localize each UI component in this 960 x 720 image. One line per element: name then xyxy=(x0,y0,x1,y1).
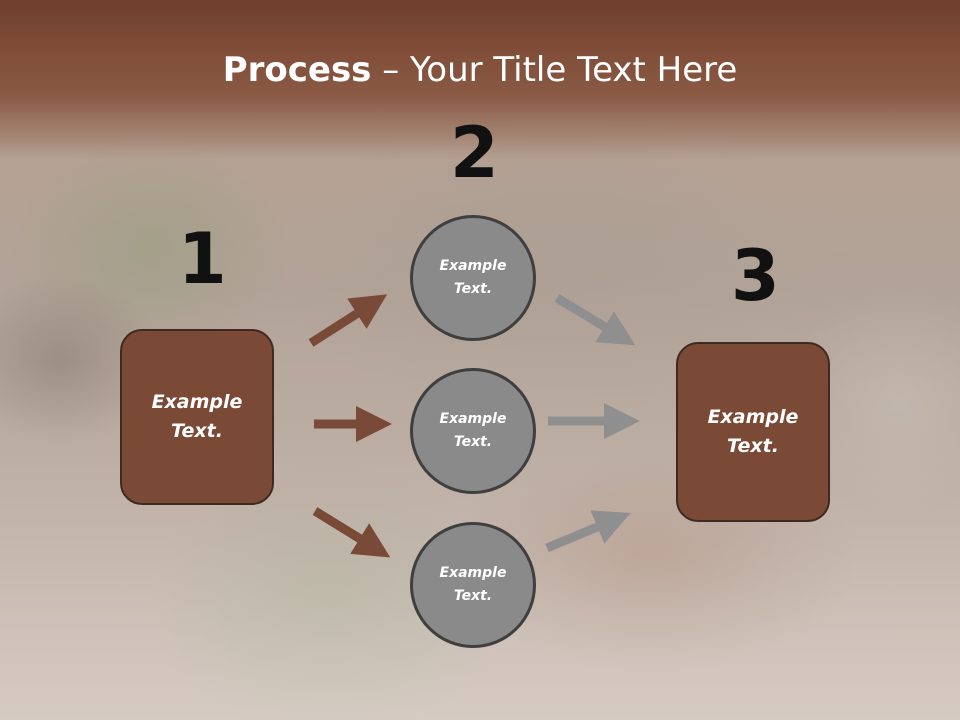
arrow-top-to-right xyxy=(554,294,636,346)
arrow-left-to-top xyxy=(308,294,388,347)
step-number-3: 3 xyxy=(731,235,780,317)
circle-top: Example Text. xyxy=(410,215,536,341)
header-band xyxy=(0,0,960,160)
right-box: Example Text. xyxy=(676,342,830,522)
circle-top-label: Example Text. xyxy=(439,258,507,297)
circle-bottom-label: Example Text. xyxy=(439,565,507,604)
step-number-2: 2 xyxy=(450,112,499,194)
title-rest: – Your Title Text Here xyxy=(371,50,738,90)
circle-middle-label: Example Text. xyxy=(439,411,507,450)
arrow-left-to-bottom xyxy=(312,507,391,558)
step-number-1: 1 xyxy=(178,218,227,300)
right-box-label: Example Text. xyxy=(707,406,799,457)
left-box: Example Text. xyxy=(120,329,274,505)
arrow-bottom-to-right xyxy=(545,510,631,553)
left-box-label: Example Text. xyxy=(151,391,243,442)
circle-middle: Example Text. xyxy=(410,368,536,494)
title-bold: Process xyxy=(222,50,372,90)
slide-title: Process – Your Title Text Here xyxy=(0,50,960,90)
circle-bottom: Example Text. xyxy=(410,522,536,648)
